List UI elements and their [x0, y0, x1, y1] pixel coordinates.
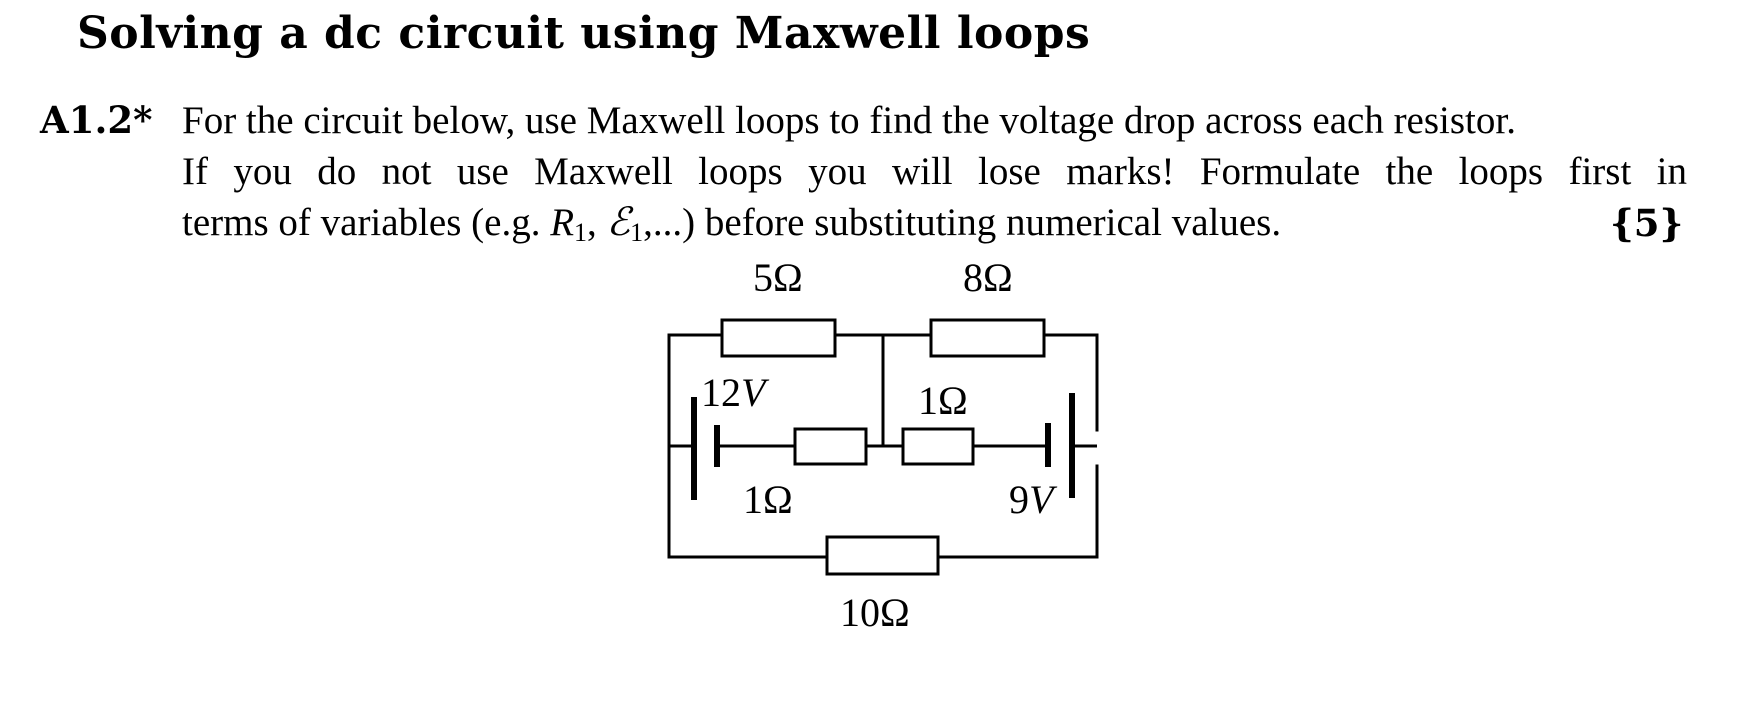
- line3-text-after: ,...) before substituting numerical valu…: [643, 201, 1282, 244]
- marks-badge: {5}: [1610, 201, 1684, 245]
- variable-emf: ℰ: [606, 201, 631, 244]
- emf-right-value: 9: [1009, 477, 1029, 522]
- variable-emf-subscript: 1: [630, 218, 644, 247]
- variable-r: R: [550, 201, 575, 244]
- resistor-top-left: [720, 318, 837, 358]
- label-resistor-middle-left: 1Ω: [743, 477, 793, 522]
- problem-text-line-3: terms of variables (e.g. R1, ℰ1,...) bef…: [182, 203, 1687, 246]
- label-resistor-top-right: 8Ω: [963, 255, 1013, 300]
- emf-right-unit: V: [1029, 477, 1058, 522]
- label-resistor-middle-right: 1Ω: [918, 378, 968, 423]
- emf-left-unit: V: [741, 370, 770, 415]
- resistor-middle-right: [901, 427, 975, 466]
- variable-separator: ,: [587, 201, 607, 244]
- label-resistor-bottom: 10Ω: [840, 590, 910, 635]
- label-emf-left: 12V: [701, 370, 770, 415]
- problem-number: A1.2*: [40, 98, 153, 142]
- emf-left-value: 12: [701, 370, 741, 415]
- resistor-bottom: [825, 535, 940, 576]
- problem-text-line-2: If you do not use Maxwell loops you will…: [182, 150, 1687, 193]
- section-title: Solving a dc circuit using Maxwell loops: [77, 8, 1091, 59]
- line3-text-before: terms of variables (e.g.: [182, 201, 551, 244]
- variable-r-subscript: 1: [574, 218, 588, 247]
- label-emf-right: 9V: [1009, 477, 1058, 522]
- resistor-top-right: [929, 318, 1046, 358]
- problem-text-line-1: For the circuit below, use Maxwell loops…: [182, 99, 1516, 142]
- label-resistor-top-left: 5Ω: [753, 255, 803, 300]
- resistor-middle-left: [793, 427, 868, 466]
